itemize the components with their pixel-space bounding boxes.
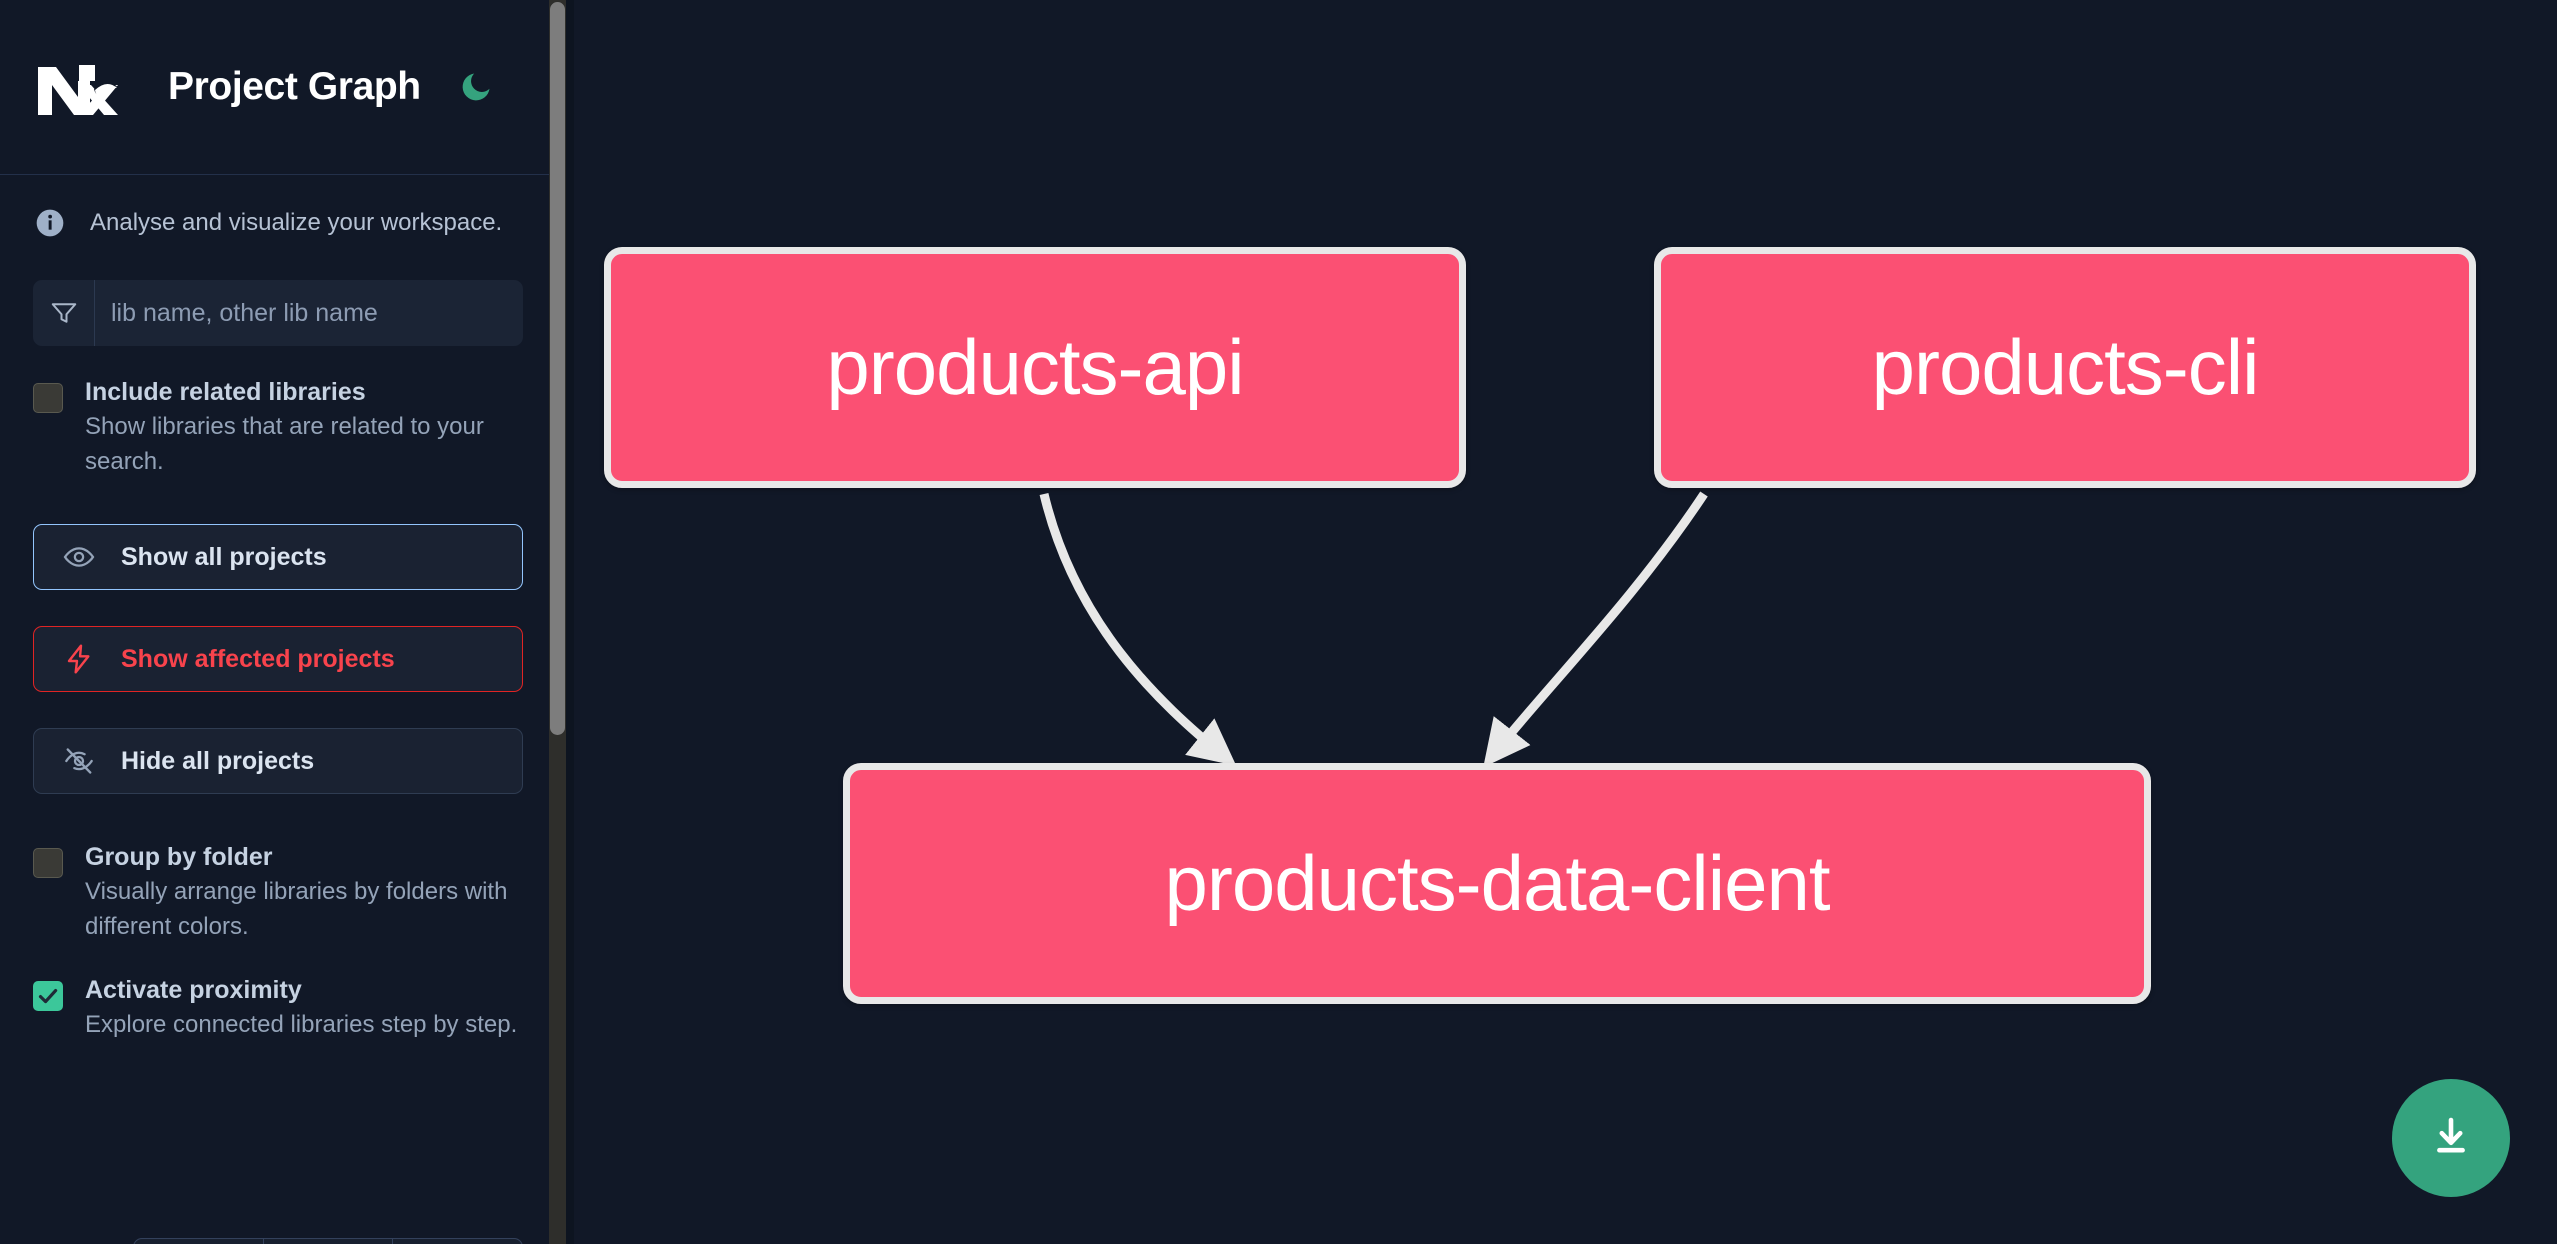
action-label: Hide all projects	[121, 746, 315, 775]
option-label: Group by folder	[85, 843, 273, 872]
info-icon	[34, 207, 66, 239]
edge-products-cli-to-products-data-client	[1483, 491, 1708, 768]
option-label: Include related libraries	[85, 378, 366, 406]
option-group-by-folder[interactable]: Group by folder Visually arrange librari…	[33, 830, 523, 944]
sidebar-scroll-content: Project Graph Analyse and visualize your…	[0, 0, 556, 1244]
nx-logo-icon	[34, 57, 120, 117]
download-button[interactable]	[2392, 1079, 2510, 1197]
hide-all-projects-button[interactable]: Hide all projects	[33, 728, 523, 795]
segment-item[interactable]	[134, 1239, 264, 1244]
graph-canvas[interactable]: products-api products-cli products-data-…	[574, 0, 2557, 1244]
download-icon	[2427, 1113, 2475, 1164]
sidebar-body: Include related libraries Show libraries…	[0, 280, 556, 1043]
lightning-icon	[61, 641, 97, 677]
option-activate-proximity[interactable]: Activate proximity Explore connected lib…	[33, 944, 523, 1043]
sidebar-scrollbar-thumb[interactable]	[550, 2, 565, 735]
show-affected-projects-button[interactable]: Show affected projects	[33, 626, 523, 693]
option-description: Visually arrange libraries by folders wi…	[85, 878, 508, 940]
search-input[interactable]	[95, 280, 523, 346]
option-description: Explore connected libraries step by step…	[85, 1011, 518, 1039]
action-label: Show affected projects	[121, 644, 395, 673]
show-all-projects-button[interactable]: Show all projects	[33, 524, 523, 591]
checkbox-include-related-libraries[interactable]	[33, 383, 63, 413]
option-label: Activate proximity	[85, 976, 302, 1005]
text-mode-segmented-control[interactable]	[133, 1238, 523, 1244]
eye-off-icon	[61, 743, 97, 779]
option-include-related-libraries[interactable]: Include related libraries Show libraries…	[33, 346, 523, 479]
graph-edges	[1039, 491, 1708, 768]
graph-node-products-data-client[interactable]: products-data-client	[843, 763, 2151, 1004]
sidebar-header: Project Graph	[0, 0, 556, 175]
graph-node-products-api[interactable]: products-api	[604, 247, 1466, 488]
sidebar-tagline: Analyse and visualize your workspace.	[0, 175, 556, 270]
filter-icon[interactable]	[33, 280, 95, 346]
segment-item[interactable]	[393, 1239, 522, 1244]
node-label: products-api	[826, 323, 1244, 411]
action-label: Show all projects	[121, 542, 327, 571]
tagline-text: Analyse and visualize your workspace.	[90, 208, 503, 236]
node-label: products-data-client	[1164, 839, 1830, 927]
edge-products-api-to-products-data-client	[1039, 492, 1237, 766]
eye-icon	[61, 539, 97, 575]
node-label: products-cli	[1871, 323, 2260, 411]
action-button-group: Show all projects Show affected projects	[33, 524, 523, 795]
moon-icon[interactable]	[454, 65, 498, 109]
search-field-wrapper	[33, 280, 523, 346]
sidebar-edge	[566, 0, 574, 1244]
sidebar: Project Graph Analyse and visualize your…	[0, 0, 574, 1244]
sidebar-scrollbar-track[interactable]	[549, 0, 566, 1244]
checkbox-activate-proximity[interactable]	[33, 981, 63, 1012]
graph-node-products-cli[interactable]: products-cli	[1654, 247, 2476, 488]
checkbox-group-by-folder[interactable]	[33, 848, 63, 879]
option-description: Show libraries that are related to your …	[85, 413, 484, 475]
page-title: Project Graph	[168, 65, 421, 108]
segment-item[interactable]	[264, 1239, 394, 1244]
